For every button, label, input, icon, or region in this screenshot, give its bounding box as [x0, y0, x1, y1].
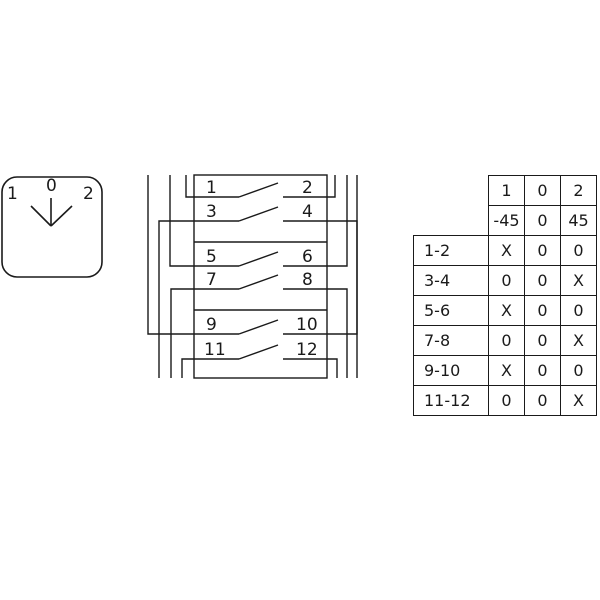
wire-5	[169, 175, 239, 267]
dial-pointer-1	[30, 205, 52, 227]
angle-header: 0	[524, 205, 561, 236]
terminal-7: 7	[206, 270, 217, 290]
state-cell: 0	[560, 235, 597, 266]
state-cell: X	[560, 265, 597, 296]
terminal-4: 4	[302, 202, 313, 222]
wire-7	[170, 288, 239, 378]
state-cell: 0	[524, 355, 561, 386]
contact-pair-label: 7-8	[413, 325, 489, 356]
table-row: 9-10 X 0 0	[413, 355, 597, 386]
terminal-8: 8	[302, 270, 313, 290]
terminal-10: 10	[296, 315, 318, 335]
wire-3	[158, 220, 239, 378]
state-cell: 0	[560, 355, 597, 386]
position-header: 1	[488, 175, 525, 206]
switch-contact-7-8	[238, 274, 279, 290]
state-cell: 0	[560, 295, 597, 326]
wire-8	[283, 288, 348, 378]
table-row: 11-12 0 0 X	[413, 385, 597, 416]
wire-11	[181, 358, 239, 378]
state-cell: 0	[488, 325, 525, 356]
terminal-3: 3	[206, 202, 217, 222]
state-cell: X	[488, 355, 525, 386]
terminal-11: 11	[204, 340, 226, 360]
dial-label-1: 1	[7, 184, 18, 204]
terminal-12: 12	[296, 340, 318, 360]
contact-frame	[193, 174, 328, 379]
wire-6	[283, 175, 348, 267]
state-cell: 0	[488, 385, 525, 416]
angle-header: 45	[560, 205, 597, 236]
dial-label-0: 0	[46, 176, 57, 196]
position-header-row: 1 0 2	[414, 175, 597, 206]
switch-contact-5-6	[238, 251, 279, 267]
wire-2	[283, 175, 336, 198]
contact-pair-label: 11-12	[413, 385, 489, 416]
position-header: 2	[560, 175, 597, 206]
position-header: 0	[524, 175, 561, 206]
switch-contact-1-2	[238, 182, 279, 198]
table-row: 3-4 0 0 X	[413, 265, 597, 296]
switch-contact-11-12	[238, 344, 279, 360]
terminal-5: 5	[206, 247, 217, 267]
switching-table: 1 0 2 -45 0 45 1-2 X 0 0 3-4 0 0 X 5-6 X…	[413, 175, 597, 416]
contact-pair-label: 1-2	[413, 235, 489, 266]
terminal-2: 2	[302, 178, 313, 198]
table-row: 5-6 X 0 0	[413, 295, 597, 326]
terminal-9: 9	[206, 315, 217, 335]
wire-1	[185, 175, 239, 198]
angle-header-row: -45 0 45	[414, 205, 597, 236]
angle-header: -45	[488, 205, 525, 236]
state-cell: X	[560, 325, 597, 356]
wire-10	[283, 175, 358, 335]
terminal-6: 6	[302, 247, 313, 267]
dial-symbol	[1, 176, 103, 278]
contact-wiring	[147, 174, 358, 379]
state-cell: X	[488, 295, 525, 326]
state-cell: X	[488, 235, 525, 266]
contact-pair-label: 5-6	[413, 295, 489, 326]
dial-label-2: 2	[83, 184, 94, 204]
contact-pair-label: 9-10	[413, 355, 489, 386]
wire-9	[147, 175, 239, 335]
switch-contact-3-4	[238, 206, 279, 222]
dial-frame	[1, 176, 103, 278]
terminal-1: 1	[206, 178, 217, 198]
state-cell: 0	[524, 235, 561, 266]
state-cell: 0	[524, 265, 561, 296]
wire-4	[283, 220, 358, 378]
dial-pointer-2	[50, 205, 73, 227]
state-cell: 0	[488, 265, 525, 296]
state-cell: 0	[524, 385, 561, 416]
state-cell: X	[560, 385, 597, 416]
table-row: 1-2 X 0 0	[413, 235, 597, 266]
state-cell: 0	[524, 295, 561, 326]
switch-contact-9-10	[238, 319, 279, 335]
state-cell: 0	[524, 325, 561, 356]
wire-12	[283, 358, 338, 378]
table-row: 7-8 0 0 X	[413, 325, 597, 356]
contact-pair-label: 3-4	[413, 265, 489, 296]
